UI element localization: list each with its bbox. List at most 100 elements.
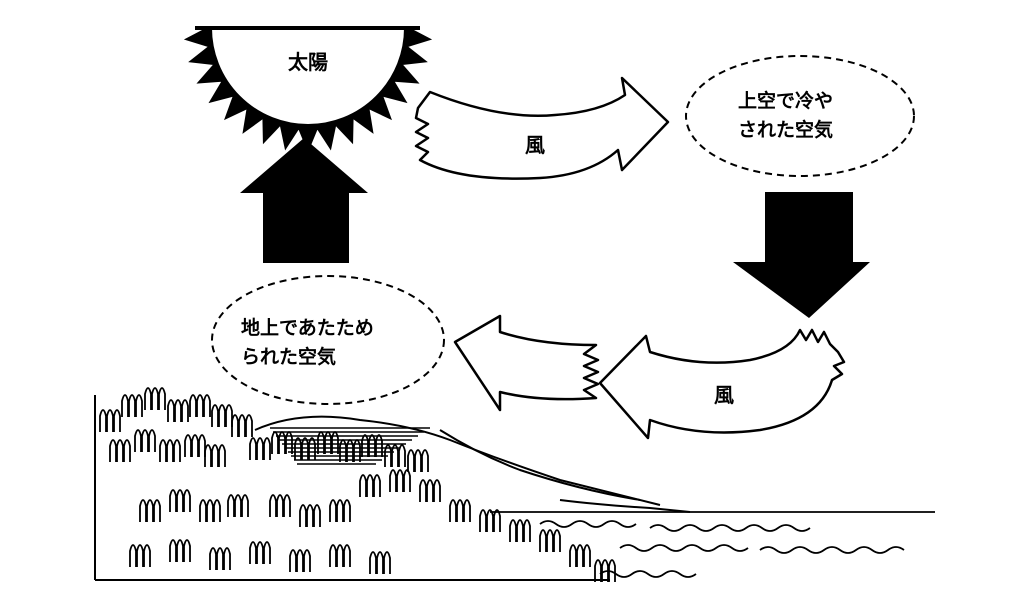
tree	[143, 544, 151, 567]
tree	[206, 499, 214, 522]
tree	[479, 509, 487, 532]
tree	[601, 559, 609, 582]
tree	[301, 437, 309, 460]
tree	[276, 494, 284, 517]
tree	[407, 449, 415, 472]
cooled-air-bubble	[685, 55, 915, 177]
tree	[106, 409, 114, 432]
warmed-air-text: 地上であたため られた空気	[241, 314, 374, 372]
tree	[324, 431, 332, 454]
tree	[383, 551, 391, 574]
tree	[426, 479, 434, 502]
sun-disc	[207, 26, 409, 128]
wind-arrow-left-small	[453, 314, 600, 412]
tree	[278, 431, 286, 454]
tree	[456, 499, 464, 522]
tree	[136, 544, 144, 567]
tree	[231, 414, 239, 437]
tree	[403, 469, 411, 492]
tree	[256, 437, 264, 460]
hill-ridge	[254, 415, 661, 506]
wind-upper-label: 風	[525, 133, 545, 157]
tree	[211, 404, 219, 427]
tree	[391, 444, 399, 467]
tree	[256, 541, 264, 564]
cooled-air-line-2: された空気	[738, 119, 834, 141]
tree	[303, 549, 311, 572]
warmed-air-line-1: 地上であたため	[241, 317, 374, 339]
tree	[263, 541, 271, 564]
tree	[463, 499, 471, 522]
tree	[203, 394, 211, 417]
tree	[218, 404, 226, 427]
sun-label: 太陽	[288, 50, 328, 74]
tree	[249, 541, 257, 564]
tree	[539, 529, 547, 552]
tree	[189, 394, 197, 417]
tree	[148, 429, 156, 452]
tree	[384, 444, 392, 467]
tree	[238, 414, 246, 437]
tree	[389, 469, 397, 492]
wind-lower-label: 風	[714, 383, 734, 407]
tree	[209, 547, 217, 570]
forest-trees	[99, 387, 616, 582]
tree	[181, 399, 189, 422]
tree	[249, 437, 257, 460]
tree	[184, 434, 192, 457]
tree	[523, 519, 531, 542]
tree	[583, 544, 591, 567]
tree	[134, 429, 142, 452]
wave-1	[539, 520, 637, 528]
tree	[336, 544, 344, 567]
landscape	[94, 387, 691, 582]
tree	[176, 539, 184, 562]
tree	[306, 504, 314, 527]
tree	[141, 429, 149, 452]
tree	[216, 547, 224, 570]
tree	[113, 409, 121, 432]
tree	[153, 499, 161, 522]
tree	[414, 449, 422, 472]
cooled-air-text: 上空で冷や された空気	[738, 87, 833, 145]
tree	[369, 551, 377, 574]
tree	[116, 439, 124, 462]
tree	[129, 544, 137, 567]
tree	[191, 434, 199, 457]
tree	[516, 519, 524, 542]
tree	[569, 544, 577, 567]
tree	[218, 444, 226, 467]
tree	[199, 499, 207, 522]
cooled-air-line-1: 上空で冷や	[738, 90, 834, 112]
tree	[509, 519, 517, 542]
tree	[144, 387, 152, 410]
tree	[346, 439, 354, 462]
tree	[398, 444, 406, 467]
tree	[493, 509, 501, 532]
tree	[241, 494, 249, 517]
wind-arrow-lower	[598, 328, 846, 440]
tree	[608, 559, 616, 582]
tree	[183, 489, 191, 512]
tree	[183, 539, 191, 562]
tree	[331, 431, 339, 454]
tree	[159, 439, 167, 462]
tree	[353, 439, 361, 462]
tree	[167, 399, 175, 422]
tree	[329, 499, 337, 522]
tree	[121, 394, 129, 417]
tree	[158, 387, 166, 410]
tree	[139, 499, 147, 522]
tree	[343, 544, 351, 567]
tree	[594, 559, 602, 582]
tree	[271, 431, 279, 454]
tree	[308, 437, 316, 460]
tree	[245, 414, 253, 437]
tree	[546, 529, 554, 552]
tree	[198, 434, 206, 457]
tree	[553, 529, 561, 552]
tree	[361, 434, 369, 457]
tree	[433, 479, 441, 502]
tree	[263, 437, 271, 460]
tree	[109, 439, 117, 462]
